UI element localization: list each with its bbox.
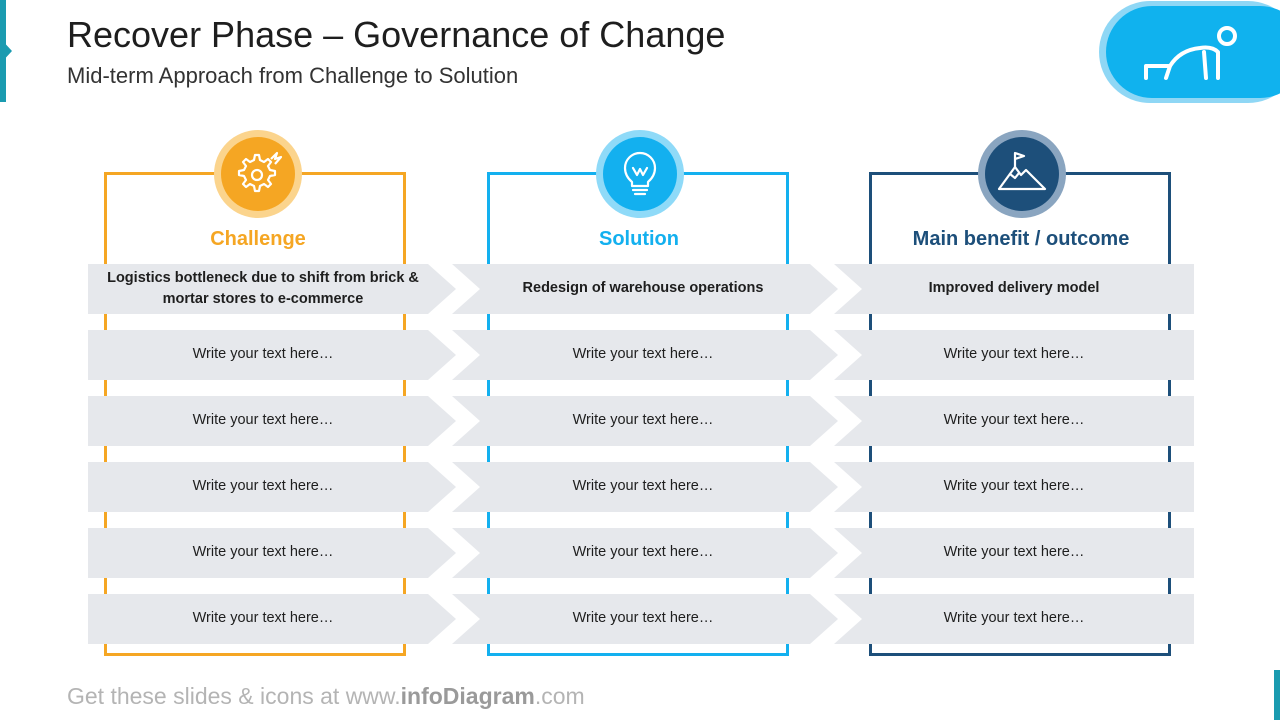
row-6-chevron-1 xyxy=(88,594,456,644)
solution-icon-circle xyxy=(603,137,677,211)
page-subtitle: Mid-term Approach from Challenge to Solu… xyxy=(67,63,519,88)
row-4-chevron-2 xyxy=(452,462,838,512)
row-4-chevron-1 xyxy=(88,462,456,512)
benefit-header: Main benefit / outcome xyxy=(912,228,1130,250)
row-6-benefit-text: Write your text here… xyxy=(943,610,1085,627)
row-5-chevron-1 xyxy=(88,528,456,578)
row-6-solution-text: Write your text here… xyxy=(572,610,714,627)
row-2-chevron-1 xyxy=(88,330,456,380)
row-6-chevron-3 xyxy=(834,594,1194,644)
lightbulb-icon xyxy=(623,151,657,196)
row-1-benefit-text: Improved delivery model xyxy=(928,280,1100,297)
row-4-chevron-3 xyxy=(834,462,1194,512)
footer-prefix: Get these slides & icons at www. xyxy=(67,683,401,709)
runner-start-icon xyxy=(1144,26,1237,80)
row-6-challenge-text: Write your text here… xyxy=(192,610,334,627)
row-3-solution-text: Write your text here… xyxy=(572,412,714,429)
row-3-benefit-text: Write your text here… xyxy=(943,412,1085,429)
footer-suffix: .com xyxy=(534,683,585,709)
row-1-challenge-text: Logistics bottleneck due to shift from b… xyxy=(107,269,419,307)
row-2-challenge-text: Write your text here… xyxy=(192,346,334,363)
row-5-benefit-text: Write your text here… xyxy=(943,544,1085,561)
row-5-solution-text: Write your text here… xyxy=(572,544,714,561)
solution-header: Solution xyxy=(599,228,679,250)
row-3-chevron-1 xyxy=(88,396,456,446)
badge-inner xyxy=(1106,6,1280,98)
row-1-chevron-3 xyxy=(834,264,1194,314)
challenge-icon-circle xyxy=(221,137,295,211)
footer-brand: infoDiagram xyxy=(400,683,535,709)
page-title: Recover Phase – Governance of Change xyxy=(67,14,726,55)
row-3-chevron-2 xyxy=(452,396,838,446)
gear-lightning-icon xyxy=(237,151,283,193)
row-2-chevron-2 xyxy=(452,330,838,380)
row-1-solution-text: Redesign of warehouse operations xyxy=(522,280,764,297)
row-1-chevron-1 xyxy=(88,264,456,314)
mountain-flag-icon xyxy=(997,151,1047,191)
challenge-header: Challenge xyxy=(210,228,306,250)
row-3-challenge-text: Write your text here… xyxy=(192,412,334,429)
row-5-chevron-3 xyxy=(834,528,1194,578)
right-accent-tab xyxy=(1274,670,1280,720)
footer-credit: Get these slides & icons at www.infoDiag… xyxy=(67,683,585,710)
row-1-chevron-2 xyxy=(452,264,838,314)
row-5-challenge-text: Write your text here… xyxy=(192,544,334,561)
row-6-chevron-2 xyxy=(452,594,838,644)
row-4-solution-text: Write your text here… xyxy=(572,478,714,495)
row-3-chevron-3 xyxy=(834,396,1194,446)
row-5-chevron-2 xyxy=(452,528,838,578)
row-4-benefit-text: Write your text here… xyxy=(943,478,1085,495)
left-accent-notch xyxy=(0,38,12,64)
row-2-benefit-text: Write your text here… xyxy=(943,346,1085,363)
row-2-solution-text: Write your text here… xyxy=(572,346,714,363)
row-4-challenge-text: Write your text here… xyxy=(192,478,334,495)
row-2-chevron-3 xyxy=(834,330,1194,380)
